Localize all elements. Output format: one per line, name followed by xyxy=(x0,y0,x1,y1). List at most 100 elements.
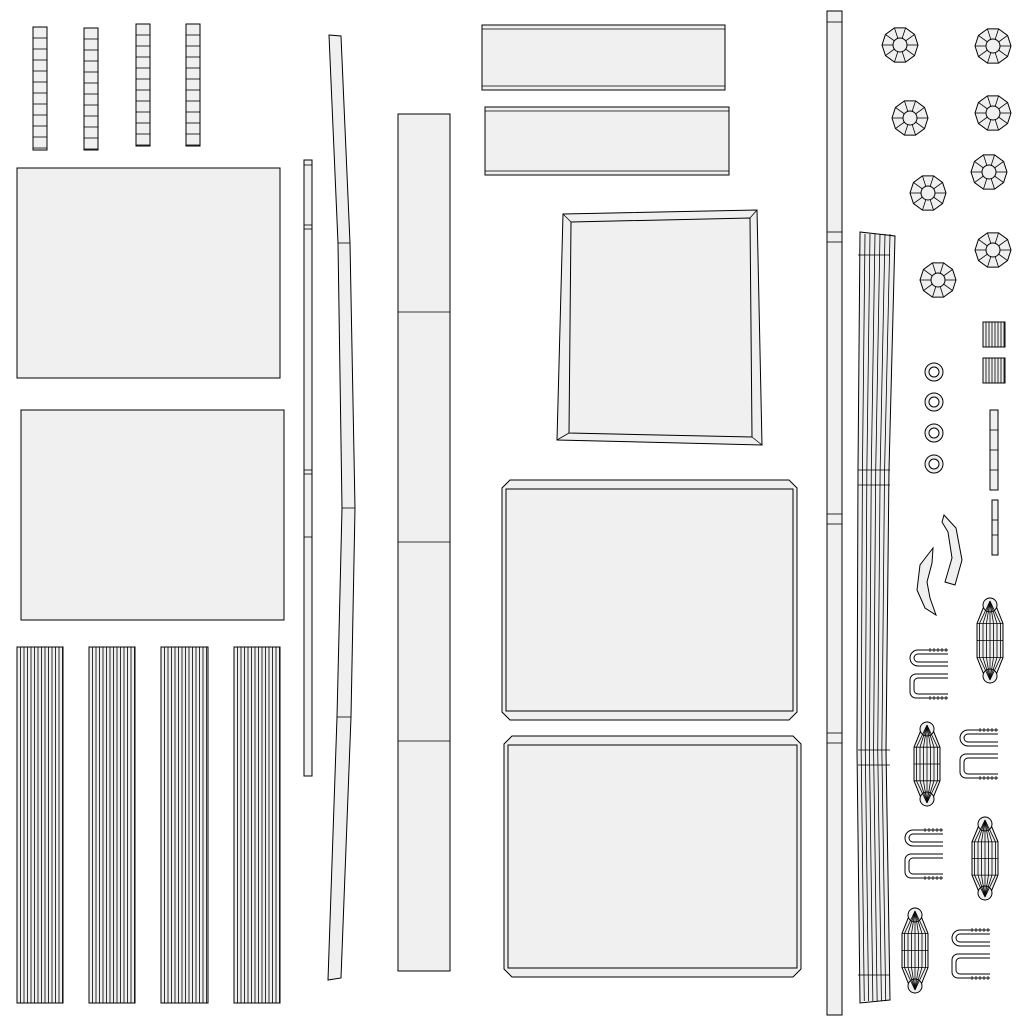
octagon-cap xyxy=(970,154,1008,190)
box-strip-body xyxy=(484,106,730,176)
u-clip xyxy=(951,928,990,980)
chamfered-inner xyxy=(507,744,798,969)
rib-line xyxy=(860,233,866,1002)
ring xyxy=(924,423,944,443)
edge-line xyxy=(987,232,992,244)
octagon-cap xyxy=(881,27,919,63)
edge-line xyxy=(994,161,1004,169)
ring-inner xyxy=(928,366,940,378)
edge-line xyxy=(915,107,925,115)
edge-line xyxy=(913,196,923,204)
ribbed-strip-body xyxy=(160,646,209,1004)
u-clip xyxy=(904,828,943,880)
thin-strip-body xyxy=(303,159,313,777)
edge-line xyxy=(978,253,988,261)
octagon-cap xyxy=(919,262,957,298)
arc-piece-right xyxy=(941,514,963,586)
clip-upper xyxy=(959,729,998,747)
strip-body xyxy=(32,26,48,151)
segmented-strip xyxy=(135,23,151,147)
edge-line xyxy=(983,178,988,190)
edge-line xyxy=(751,436,763,446)
box-strip-body xyxy=(481,24,726,91)
edge-line xyxy=(911,124,916,136)
frame-inner xyxy=(568,217,753,438)
clip-lower-inner xyxy=(963,757,998,775)
octagon-center xyxy=(892,37,908,53)
clip-upper-inner xyxy=(955,933,990,943)
rib-line xyxy=(877,233,886,1002)
octagon-cap xyxy=(974,232,1012,268)
ribbed-square xyxy=(982,357,1006,384)
ring-inner xyxy=(928,396,940,408)
ring-inner xyxy=(928,427,940,439)
edge-line xyxy=(998,239,1008,247)
edge-line xyxy=(932,262,937,274)
edge-line xyxy=(994,119,999,131)
clip-lower-inner xyxy=(913,677,948,695)
edge-line xyxy=(998,102,1008,110)
edge-line xyxy=(943,269,953,277)
clip-upper-inner xyxy=(908,833,943,843)
segmented-strip xyxy=(185,23,201,147)
edge-line xyxy=(923,269,933,277)
tall-panel-body xyxy=(397,113,451,972)
curved-strip-body xyxy=(327,34,356,981)
clip-lower xyxy=(951,953,990,979)
u-clip xyxy=(959,728,998,780)
edge-line xyxy=(994,28,999,40)
rib-line xyxy=(869,233,876,1002)
edge-line xyxy=(556,432,570,441)
edge-line xyxy=(978,102,988,110)
edge-line xyxy=(987,28,992,40)
spindle xyxy=(901,907,929,994)
edge-line xyxy=(929,199,934,211)
octagon-cap xyxy=(909,175,947,211)
ribbed-square-body xyxy=(982,321,1006,348)
panel-large xyxy=(16,167,281,379)
edge-line xyxy=(939,262,944,274)
clip-upper-inner xyxy=(913,653,948,663)
tall-right-body xyxy=(826,10,843,1016)
frame-panel xyxy=(556,209,763,446)
edge-line xyxy=(994,175,1004,183)
edge-line xyxy=(922,199,927,211)
clip-upper xyxy=(951,929,990,947)
ribbed-square-body xyxy=(982,357,1006,384)
edge-line xyxy=(929,175,934,187)
edge-line xyxy=(983,154,988,166)
edge-line xyxy=(987,256,992,268)
edge-line xyxy=(978,49,988,57)
segmented-strip xyxy=(32,26,48,151)
rib-line xyxy=(864,233,871,1002)
edge-line xyxy=(749,209,758,219)
curved-strip xyxy=(327,34,356,981)
edge-line xyxy=(974,161,984,169)
clip-lower xyxy=(959,753,998,779)
arc-piece-left xyxy=(916,546,937,617)
ring-inner xyxy=(928,458,940,470)
octagon-center xyxy=(920,185,936,201)
edge-line xyxy=(922,175,927,187)
arc-piece xyxy=(916,514,963,617)
segmented-strip xyxy=(83,27,99,151)
small-strip-body xyxy=(991,499,999,556)
edge-line xyxy=(978,239,988,247)
u-clip xyxy=(909,648,948,700)
clip-upper xyxy=(904,829,943,847)
edge-line xyxy=(994,95,999,107)
strip-body xyxy=(185,23,201,147)
edge-line xyxy=(974,175,984,183)
edge-line xyxy=(987,52,992,64)
spindle xyxy=(913,721,941,807)
small-strip xyxy=(989,409,999,491)
edge-line xyxy=(998,49,1008,57)
edge-line xyxy=(911,100,916,112)
octagon-cap xyxy=(974,28,1012,64)
chamfered-inner xyxy=(505,488,794,712)
ribbed-strip xyxy=(88,646,136,1004)
panel xyxy=(16,167,281,379)
spindle xyxy=(976,597,1004,684)
edge-line xyxy=(994,232,999,244)
